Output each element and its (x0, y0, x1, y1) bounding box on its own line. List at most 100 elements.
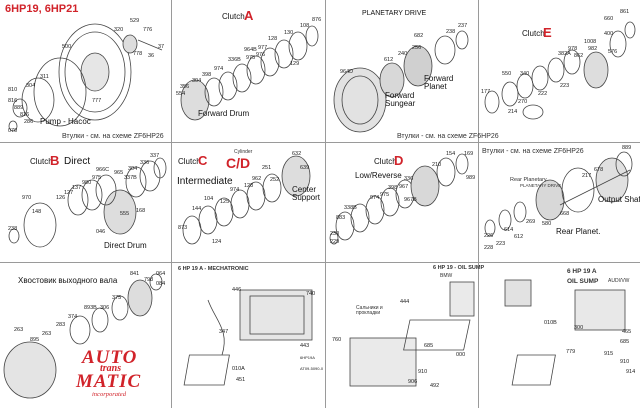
clutch-cd-letter: C/D (226, 155, 251, 171)
grid-line-h1 (0, 142, 640, 143)
part-number: 263 (14, 327, 24, 333)
part-number: 37 (158, 44, 165, 50)
part-number: 304 (192, 78, 202, 84)
part-number: 555 (120, 211, 130, 217)
rear-title: Втулки - см. на схеме ZF6HP26 (482, 148, 584, 155)
part-number: 975 (92, 175, 102, 181)
oil-sump-a-title2: OIL SUMP (567, 278, 599, 285)
part-number: 1008 (584, 39, 597, 45)
part-number: 685 (620, 339, 630, 345)
part-number: 895 (30, 337, 40, 343)
part-number: 967B (404, 197, 417, 203)
part-number: 356 (180, 84, 190, 90)
part-number: 910 (620, 359, 630, 365)
part-number: 975 (246, 55, 256, 61)
part-number: 338B (344, 205, 357, 211)
oil-sump-title: 6 HP 19 - OIL SUMP (433, 265, 485, 271)
part-number: 443 (300, 343, 310, 349)
part-number: 398 (388, 185, 398, 191)
part-number: 682 (414, 33, 424, 39)
part-number: 168 (136, 208, 146, 214)
part-number: 980 (82, 180, 92, 186)
part-number: 070 (8, 128, 18, 134)
part-number: 374 (68, 314, 78, 320)
part-number: 779 (566, 349, 576, 355)
grid-line-v3 (478, 0, 479, 408)
mechatronic-small-label: AT09-5090-0 (300, 366, 324, 371)
part-number: 883 (336, 215, 346, 221)
part-number: 125 (220, 199, 230, 205)
part-number: 283 (56, 322, 66, 328)
part-number: 104 (204, 196, 214, 202)
part-number: 337 (150, 153, 160, 159)
part-number: 129 (290, 61, 300, 67)
clutch-d-letter: D (394, 153, 404, 168)
part-number: 889 (14, 105, 24, 111)
part-number: 893B (84, 305, 97, 311)
part-number: 214 (508, 109, 518, 115)
part-number: 668 (560, 211, 570, 217)
part-number: 975 (380, 192, 390, 198)
part-number: 046 (96, 229, 106, 235)
part-number: 974 (230, 187, 240, 193)
clutch-e-prefix: Clutch (522, 29, 545, 38)
planetary-caption-sungear: Forward Sungear (385, 91, 416, 108)
part-number: 810 (8, 87, 18, 93)
part-number: 889 (622, 145, 632, 151)
part-number: 304 (26, 83, 36, 89)
part-number: 400 (604, 31, 614, 37)
part-number: 36 (148, 53, 155, 59)
part-number: 064 (156, 271, 166, 277)
part-number: 876 (312, 17, 322, 23)
part-number: 632 (292, 151, 302, 157)
part-number: 974 (214, 66, 224, 72)
part-number: 639 (300, 165, 310, 171)
part-number: 660 (604, 16, 614, 22)
part-number: 580 (542, 221, 552, 227)
part-number: 252 (270, 177, 280, 183)
clutch-cd-small: Cylinder (234, 149, 253, 155)
rear-caption-planet: Rear Planet. (556, 227, 601, 236)
part-number: 550 (502, 71, 512, 77)
part-number: 154 (446, 151, 456, 157)
logo-line-4: incorporated (92, 391, 126, 398)
logo-line-2: trans (100, 363, 122, 374)
mechatronic-small-label: 6HP19A (300, 355, 315, 360)
part-number: 910 (418, 369, 428, 375)
part-number: 311 (40, 74, 49, 80)
part-number: 965 (114, 170, 124, 176)
part-number: 740 (306, 291, 316, 297)
part-number: 128 (268, 36, 278, 42)
part-number: 169 (464, 151, 474, 157)
planetary-caption-planet: Forward Planet (424, 74, 454, 91)
part-number: 256 (412, 45, 422, 51)
clutch-d-prefix: Clutch (374, 157, 397, 166)
part-number: 223 (560, 83, 570, 89)
part-number: 137 (72, 185, 82, 191)
part-number: 222 (538, 91, 548, 97)
clutch-cd-title: Intermediate (177, 176, 233, 187)
part-number: 108 (300, 23, 310, 29)
oil-sump-label: Сальники и прокладки (356, 305, 383, 316)
part-number: 964D (340, 69, 354, 75)
oil-sump-a-small: AUDI/VW (608, 278, 630, 284)
clutch-a-prefix: Clutch (222, 12, 245, 21)
part-number: 144 (192, 206, 202, 212)
part-number: 778 (133, 51, 143, 57)
part-number: 306 (100, 305, 110, 311)
part-number: 336 (404, 176, 414, 182)
part-number: 777 (92, 98, 102, 104)
grid-line-v5 (325, 262, 326, 408)
part-number: 223 (496, 241, 506, 247)
part-number: 976 (256, 52, 266, 58)
part-number: 177 (481, 89, 491, 95)
part-number: 148 (32, 209, 42, 215)
grid-line-h2 (0, 262, 640, 263)
part-number: 130 (284, 30, 294, 36)
part-number: 126 (56, 195, 66, 201)
planetary-title: PLANETARY DRIVE (362, 10, 427, 17)
part-number: 816 (20, 112, 30, 118)
clutch-a-letter: A (244, 8, 254, 23)
part-number: 375 (112, 295, 122, 301)
part-number: 861 (620, 9, 630, 15)
